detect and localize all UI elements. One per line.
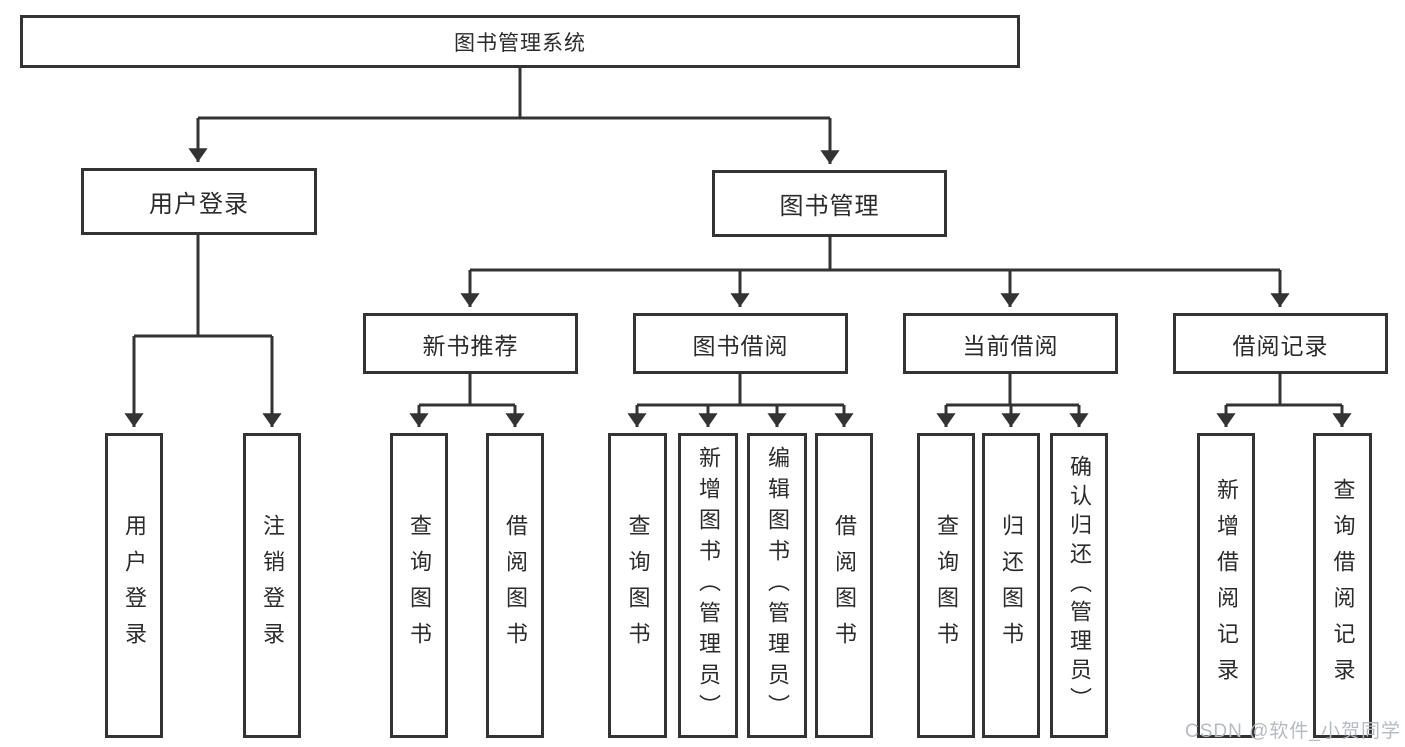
csdn-watermark: CSDN @软件_小贺同学	[1185, 721, 1401, 742]
leaf-query-books-current: 查询图书	[917, 433, 975, 738]
leaf-label: 编辑图书（管理员）	[765, 446, 790, 725]
leaf-label: 查询图书	[407, 513, 432, 658]
node-book-management: 图书管理	[712, 170, 947, 237]
leaf-query-books-recommend: 查询图书	[390, 433, 448, 738]
leaf-label: 归还图书	[999, 513, 1024, 658]
leaf-label: 新增图书（管理员）	[696, 446, 721, 725]
leaf-borrow-books-borrow: 借阅图书	[815, 433, 873, 738]
leaf-label: 查询图书	[934, 513, 959, 658]
node-library-management-system: 图书管理系统	[20, 15, 1020, 68]
leaf-add-borrow-record: 新增借阅记录	[1197, 433, 1255, 738]
leaf-label: 查询借阅记录	[1330, 477, 1356, 694]
leaf-label: 新增借阅记录	[1214, 477, 1239, 694]
leaf-add-book-admin: 新增图书（管理员）	[678, 433, 738, 738]
leaf-label: 查询图书	[625, 513, 651, 658]
leaf-query-books-borrow: 查询图书	[608, 433, 667, 738]
leaf-label: 注销登录	[260, 513, 285, 658]
node-current-borrow: 当前借阅	[903, 313, 1118, 374]
leaf-borrow-books-recommend: 借阅图书	[486, 433, 544, 738]
node-borrow-records: 借阅记录	[1173, 313, 1388, 374]
leaf-label: 确认归还（管理员）	[1067, 455, 1092, 716]
node-new-book-recommend: 新书推荐	[363, 313, 578, 374]
leaf-return-book: 归还图书	[982, 433, 1040, 738]
leaf-label: 用户登录	[122, 513, 147, 658]
leaf-label: 借阅图书	[832, 513, 857, 658]
leaf-user-login: 用户登录	[105, 433, 163, 738]
leaf-label: 借阅图书	[503, 513, 528, 658]
node-book-borrow: 图书借阅	[633, 313, 848, 374]
leaf-edit-book-admin: 编辑图书（管理员）	[747, 433, 807, 738]
leaf-confirm-return-admin: 确认归还（管理员）	[1050, 433, 1108, 738]
leaf-logout: 注销登录	[243, 433, 301, 738]
node-user-login: 用户登录	[81, 168, 317, 235]
leaf-query-borrow-record: 查询借阅记录	[1313, 433, 1372, 738]
